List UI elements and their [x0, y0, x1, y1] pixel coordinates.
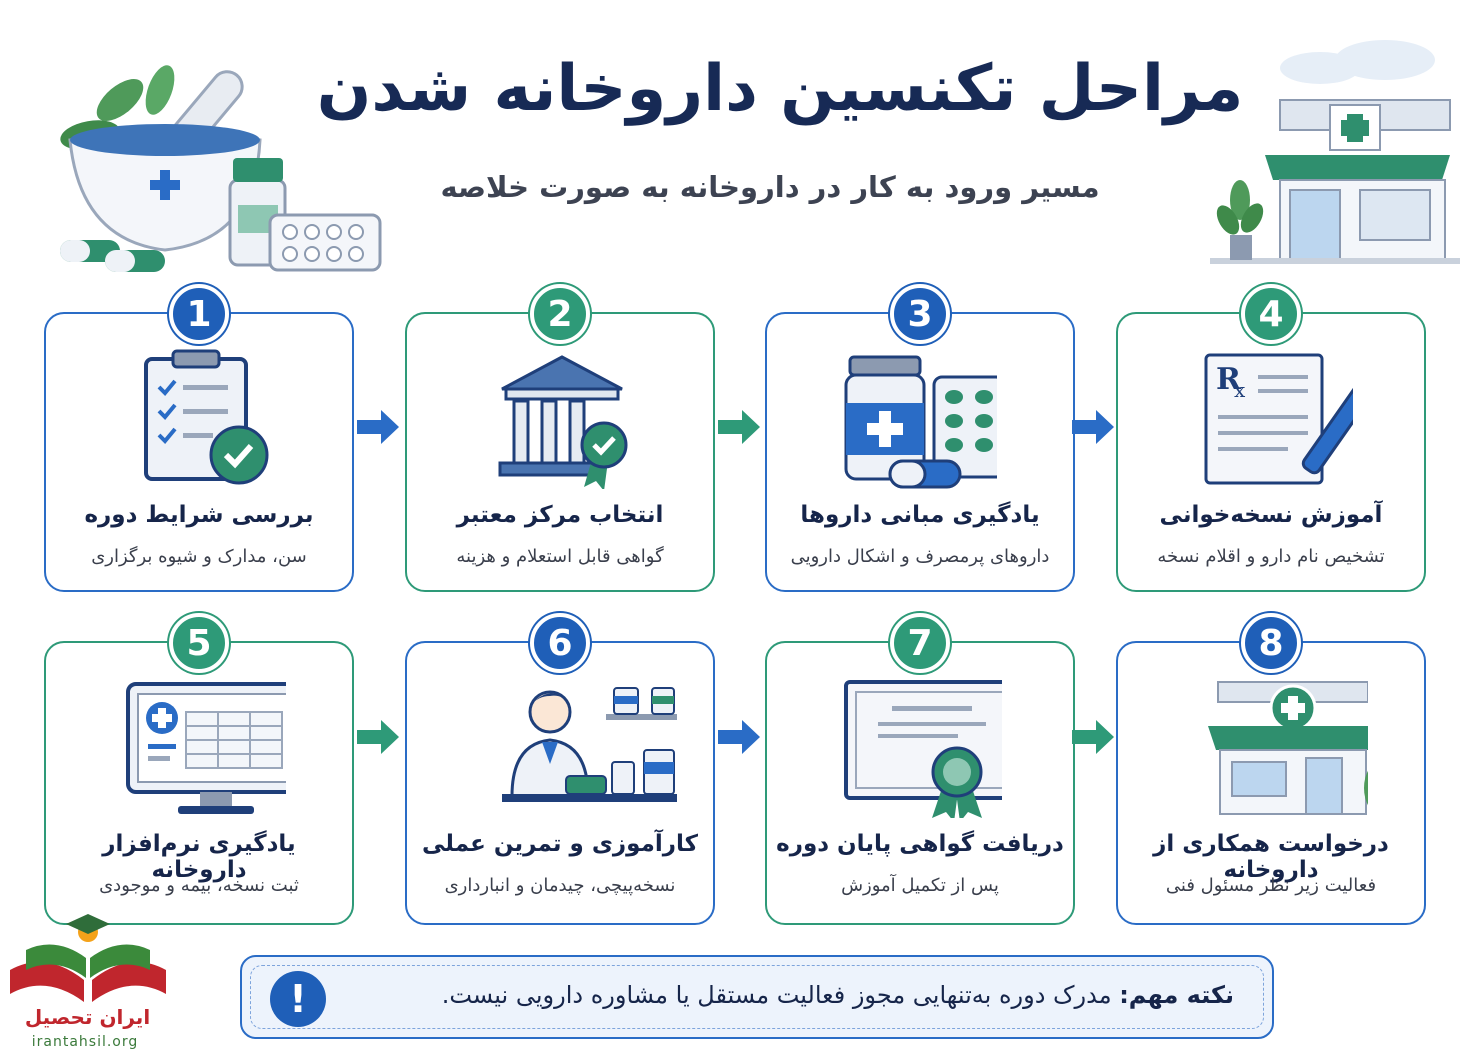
step-number-badge: 2 — [530, 284, 590, 344]
prescription-pen-icon: R x — [1204, 353, 1353, 485]
certificate-icon — [844, 680, 1002, 818]
step-title: درخواست همکاری از داروخانه — [1153, 831, 1389, 883]
note-border — [250, 965, 1264, 1029]
note-body: مدرک دوره به‌تنهایی مجوز فعالیت مستقل یا… — [441, 981, 1112, 1009]
arrow-right-icon — [718, 720, 760, 754]
medicine-bottle-icon — [844, 355, 997, 489]
step-number-badge: 5 — [169, 613, 229, 673]
step-number-badge: 1 — [169, 284, 229, 344]
step-description: نسخه‌پیچی، چیدمان و انبارداری — [444, 875, 676, 896]
step-number-badge: 7 — [890, 613, 950, 673]
step-description: تشخیص نام دارو و اقلام نسخه — [1157, 546, 1385, 567]
step-card-7: 7 دریافت گواهی پایان دوره پس از تکمیل آم… — [765, 613, 1075, 925]
step-card-6: 6 کارآموزی و تمرین عملی نسخه‌پیچی، چیدما… — [405, 613, 715, 925]
page-subtitle: مسیر ورود به کار در داروخانه به صورت خلا… — [440, 170, 1100, 204]
step-title: یادگیری مبانی داروها — [800, 502, 1040, 528]
logo-name: ایران تحصیل — [24, 1005, 151, 1029]
step-card-5: 5 یادگیری نرم‌افزار داروخانه ثبت نسخه، ب… — [44, 613, 354, 925]
irantahsil-logo-icon — [10, 914, 166, 1002]
note-text: نکته مهم: مدرک دوره به‌تنهایی مجوز فعالی… — [352, 981, 1234, 1009]
computer-software-icon — [126, 682, 286, 814]
arrow-right-icon — [357, 410, 399, 444]
step-title: یادگیری نرم‌افزار داروخانه — [102, 831, 296, 883]
step-title: آموزش نسخه‌خوانی — [1159, 502, 1383, 528]
step-description: ثبت نسخه، بیمه و موجودی — [99, 875, 299, 896]
pharmacist-icon — [502, 687, 677, 802]
step-description: سن، مدارک و شیوه برگزاری — [91, 546, 307, 567]
important-note: ! نکته مهم: مدرک دوره به‌تنهایی مجوز فعا… — [240, 955, 1274, 1039]
step-number-badge: 3 — [890, 284, 950, 344]
step-card-3: 3 یادگیری مبانی داروها داروهای پرمصرف و … — [765, 284, 1075, 592]
arrow-right-icon — [718, 410, 760, 444]
arrow-right-icon — [1072, 720, 1114, 754]
step-number-badge: 6 — [530, 613, 590, 673]
step-number-badge: 4 — [1241, 284, 1301, 344]
svg-text:x: x — [1234, 378, 1246, 402]
step-title: انتخاب مرکز معتبر — [456, 502, 664, 528]
step-description: پس از تکمیل آموزش — [841, 875, 999, 896]
arrow-right-icon — [1072, 410, 1114, 444]
step-card-2: 2 انتخاب مرکز معتبر گواهی قابل استعلام و… — [405, 284, 715, 592]
note-label: نکته مهم: — [1119, 981, 1234, 1009]
page-title: مراحل تکنسین داروخانه شدن — [316, 52, 1244, 126]
svg-text:R: R — [1216, 362, 1242, 397]
step-number-badge: 8 — [1241, 613, 1301, 673]
clipboard-check-icon — [144, 349, 269, 485]
step-card-1: 1 بررسی شرایط دوره سن، مدارک و شیوه برگز… — [44, 284, 354, 592]
arrow-right-icon — [357, 720, 399, 754]
pharmacy-building-icon — [1210, 40, 1460, 264]
step-title: دریافت گواهی پایان دوره — [776, 831, 1064, 857]
step-title: بررسی شرایط دوره — [84, 502, 314, 528]
pharmacy-store-icon — [1208, 681, 1368, 815]
logo-url: irantahsil.org — [31, 1034, 139, 1050]
step-description: داروهای پرمصرف و اشکال دارویی — [790, 546, 1050, 567]
step-card-8: 8 درخواست همکاری از داروخانه فعالیت زیر … — [1116, 613, 1426, 925]
step-description: گواهی قابل استعلام و هزینه — [456, 546, 664, 567]
step-description: فعالیت زیر نظر مسئول فنی — [1165, 875, 1377, 896]
institution-badge-icon — [498, 355, 628, 489]
step-title: کارآموزی و تمرین عملی — [422, 831, 698, 857]
exclamation-icon: ! — [270, 971, 326, 1027]
step-card-4: 4 R x آموزش نسخه‌خوانی تشخیص نام دارو و … — [1116, 284, 1426, 592]
mortar-pestle-icon — [60, 65, 382, 272]
